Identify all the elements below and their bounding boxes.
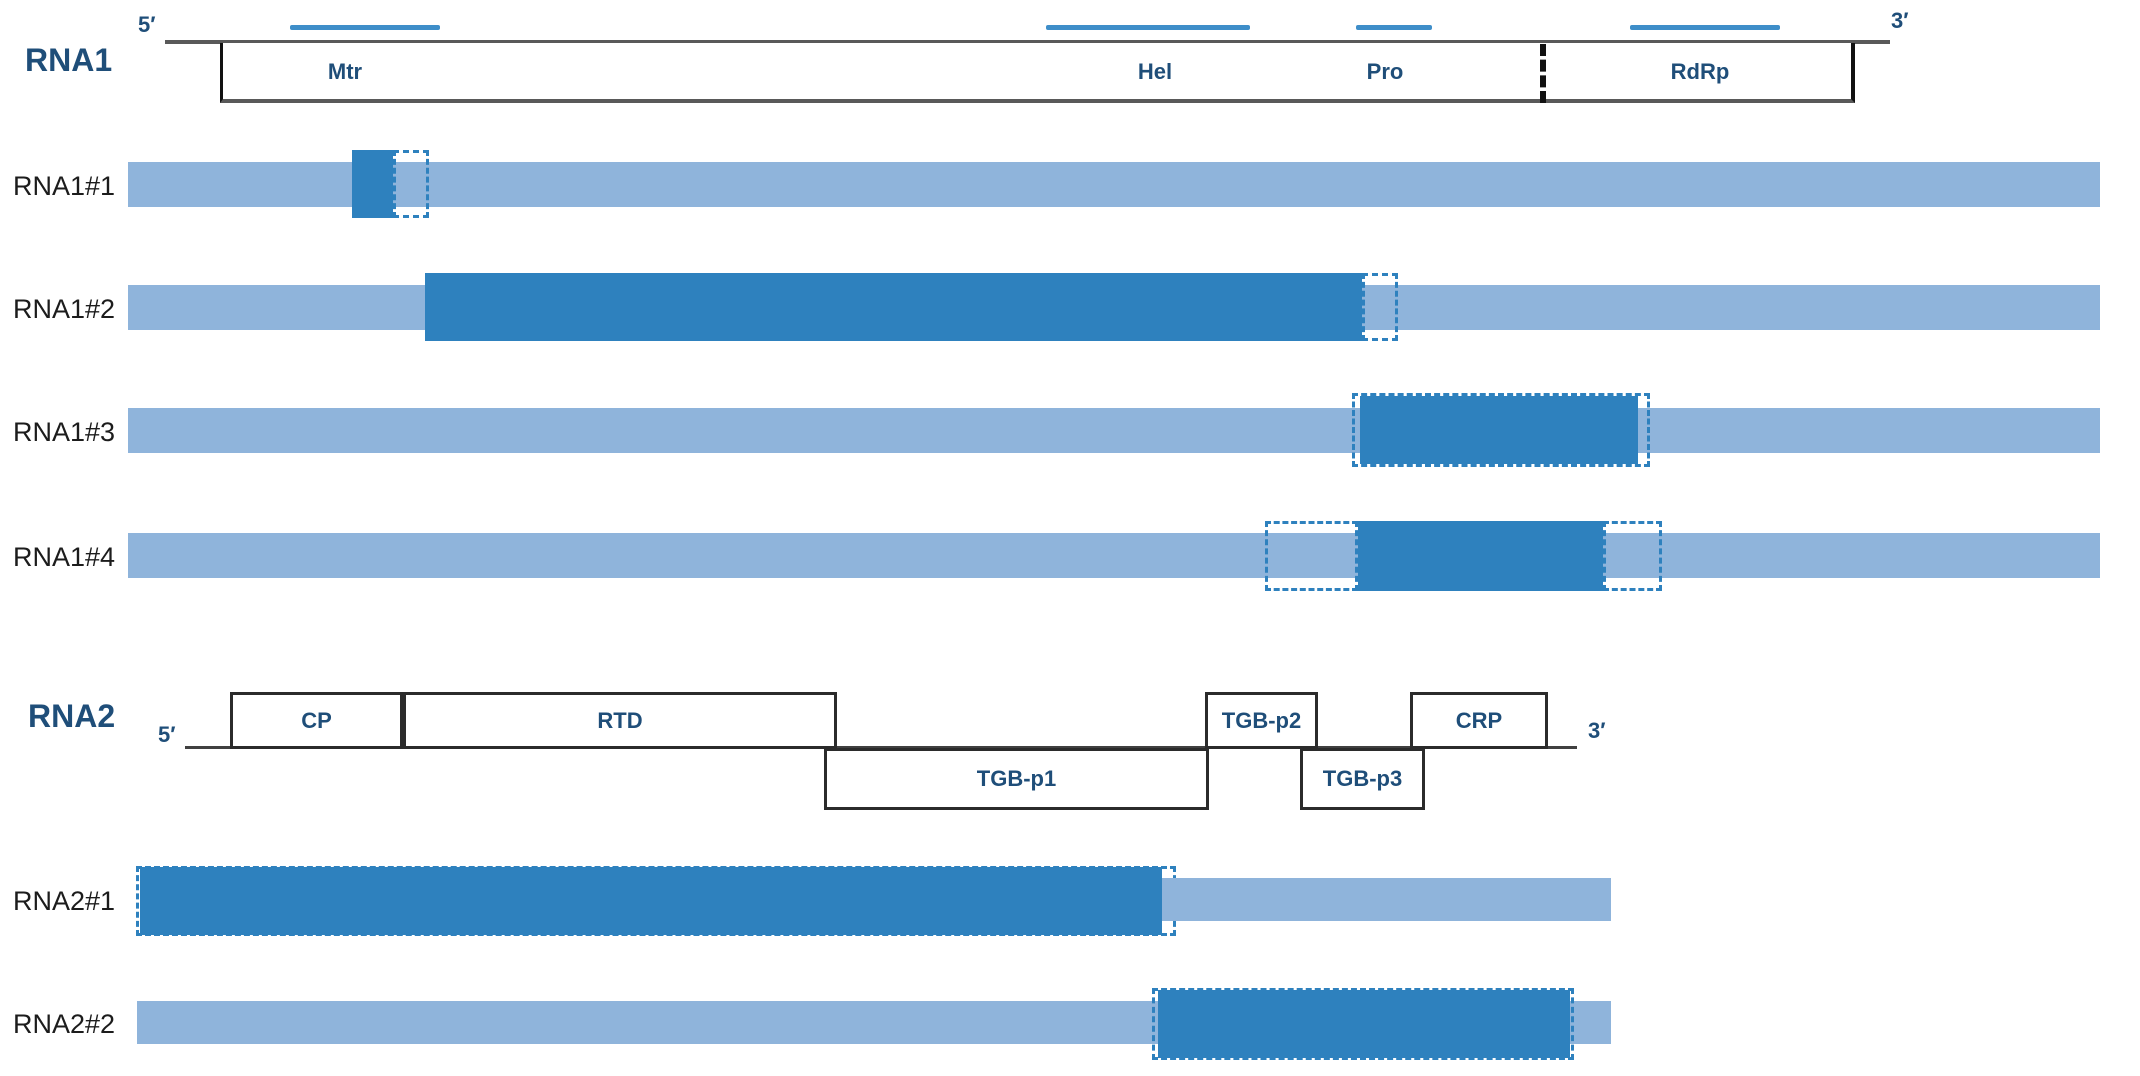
rna2-domain-label-crp: CRP bbox=[1455, 707, 1503, 733]
rna2-title: RNA2 bbox=[28, 698, 116, 734]
construct-row-label: RNA2#2 bbox=[13, 1009, 116, 1039]
construct-row-label: RNA1#4 bbox=[13, 542, 116, 572]
rna1-construct1-bar bbox=[128, 162, 2100, 207]
rna2-domain-label-rtd: RTD bbox=[597, 707, 643, 733]
rna2-orf-box-cp: CP bbox=[230, 692, 403, 749]
rna2-construct2-dashed-box bbox=[1152, 988, 1574, 1060]
rna2-construct1-target-box bbox=[140, 867, 1162, 935]
rna2-domain-label-tgb-p1: TGB-p1 bbox=[976, 766, 1057, 791]
rna1-construct2-dashed-box bbox=[1362, 273, 1398, 341]
rna1-coverage-line-rdrp bbox=[1630, 25, 1780, 30]
rna2-five-prime-label: 5′ bbox=[158, 722, 176, 747]
rna1-orf-box bbox=[220, 43, 1855, 103]
rna1-domain-label-hel: Hel bbox=[1137, 59, 1173, 84]
rna2-backbone-line bbox=[185, 746, 1577, 749]
rna1-construct1-dashed-box bbox=[393, 150, 429, 218]
rna1-construct3-target-box bbox=[1360, 396, 1638, 464]
rna1-construct4-target-box bbox=[1358, 521, 1603, 591]
rna2-construct1-bar bbox=[1162, 878, 1611, 921]
rna1-three-prime-label: 3′ bbox=[1891, 8, 1909, 33]
rna2-orf-box-tgb-p1: TGB-p1 bbox=[824, 748, 1209, 810]
rna1-domain-label-mtr: Mtr bbox=[327, 59, 363, 84]
rna1-construct2-target-box bbox=[425, 273, 1362, 341]
rna1-construct3-bar bbox=[128, 408, 2100, 453]
rna1-domain-label-rdrp: RdRp bbox=[1670, 59, 1730, 84]
rna2-orf-box-crp: CRP bbox=[1410, 692, 1548, 749]
construct-row-label: RNA1#2 bbox=[13, 294, 116, 324]
construct-row-label: RNA2#1 bbox=[13, 886, 116, 916]
rna1-construct4-bar bbox=[128, 533, 2100, 578]
rna1-domain-label-pro: Pro bbox=[1366, 59, 1404, 84]
rna2-orf-box-tgb-p3: TGB-p3 bbox=[1300, 748, 1425, 810]
rna1-coverage-line-pro bbox=[1356, 25, 1432, 30]
rna2-three-prime-label: 3′ bbox=[1588, 718, 1606, 743]
rna1-backbone-line bbox=[165, 40, 1890, 44]
rna1-five-prime-label: 5′ bbox=[138, 12, 156, 37]
construct-row-label: RNA1#3 bbox=[13, 417, 116, 447]
rna1-coverage-line-mtr bbox=[290, 25, 440, 30]
rna1-construct1-target-box bbox=[352, 150, 393, 218]
rna1-construct4-dashed-box-right bbox=[1603, 521, 1662, 591]
rna2-domain-label-tgb-p2: TGB-p2 bbox=[1221, 707, 1302, 733]
rna1-construct3-dashed-box bbox=[1352, 393, 1650, 467]
rna2-orf-box-rtd: RTD bbox=[403, 692, 837, 749]
rna1-coverage-line-hel bbox=[1046, 25, 1250, 30]
construct-row-label: RNA1#1 bbox=[13, 171, 116, 201]
rna2-orf-box-tgb-p2: TGB-p2 bbox=[1205, 692, 1318, 749]
rna1-orf-dashed-divider bbox=[1540, 44, 1546, 103]
rna2-domain-label-tgb-p3: TGB-p3 bbox=[1322, 766, 1403, 791]
rna2-construct2-target-box bbox=[1158, 990, 1570, 1058]
rna2-domain-label-cp: CP bbox=[301, 707, 332, 733]
rna1-title: RNA1 bbox=[25, 42, 113, 78]
rna1-construct4-dashed-box-left bbox=[1265, 521, 1358, 591]
